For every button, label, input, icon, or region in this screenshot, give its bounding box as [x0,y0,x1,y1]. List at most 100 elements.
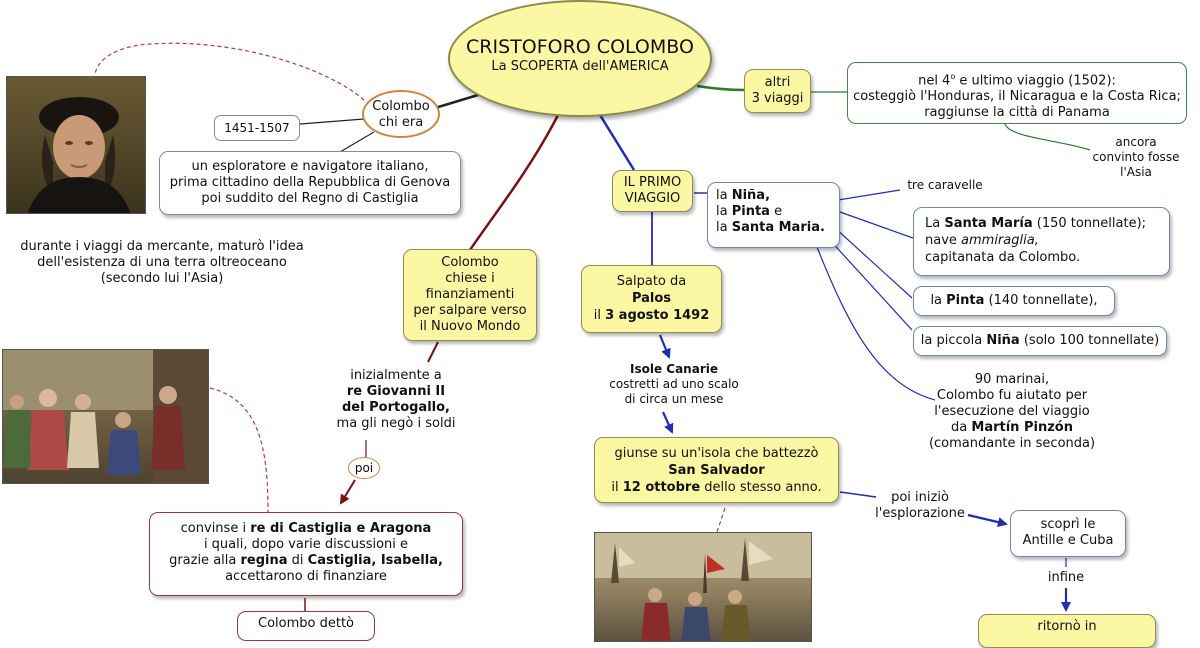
poi-connector[interactable]: poi [348,457,380,479]
ritorno-text: ritornò in [1037,619,1097,634]
dashed-landing [715,507,726,536]
desc-line-1: un esploratore e navigatore italiano, [191,159,429,174]
portogallo-text: inizialmente a re Giovanni II del Portog… [318,368,474,438]
link-salv-explor [839,491,877,498]
antille-cuba-box[interactable]: scoprì le Antille e Cuba [1010,510,1126,557]
tre-caravelle-label: tre caravelle [907,178,983,192]
antille-line-1: scoprì le [1040,517,1096,532]
primo-viaggio-node[interactable]: IL PRIMO VIAGGIO [612,170,693,212]
port-line-4: ma gli negò i soldi [336,416,456,431]
mar-line-3: l'esecuzione del viaggio [934,404,1090,419]
mar-line-1: 90 marinai, [974,372,1050,387]
asia-line-1: ancora [1115,135,1157,149]
port-line-1: inizialmente a [350,368,442,383]
desc-line-3: poi suddito del Regno di Castiglia [201,191,419,206]
years-text: 1451-1507 [224,121,290,135]
salpato-node[interactable]: Salpato da Palos il 3 agosto 1492 [581,265,722,333]
antille-line-2: Antille e Cuba [1022,533,1114,548]
altri-label-1: altri [764,75,791,90]
asia-line-3: l'Asia [1120,165,1152,179]
santa-maria-box[interactable]: La Santa María (150 tonnellate); nave am… [913,207,1170,276]
asia-line-2: convinto fosse [1092,150,1180,164]
castiglia-box[interactable]: convinse i re di Castiglia e Aragona i q… [149,512,463,596]
link-center-altri [696,84,745,92]
finanziamenti-node[interactable]: Colombo chiese i finanziamenti per salpa… [403,249,537,341]
sm-line-2: nave ammiraglia, [925,233,1039,248]
idea-line-2: dell'esistenza di una terra oltreoceano [37,255,287,270]
explor-line-1: poi iniziò [891,490,949,505]
salv-line-3: il 12 ottobre dello stesso anno. [611,480,822,495]
canarie-text: Isole Canarie costretti ad uno scalo di … [596,362,752,412]
port-line-2: re Giovanni II [346,384,446,399]
altri-viaggi-node[interactable]: altri 3 viaggi [744,69,811,113]
san-salvador-node[interactable]: giunse su un'isola che battezzò San Salv… [594,437,839,503]
link-explor-antille [967,513,1008,528]
ultimo-line-1: nel 4o e ultimo viaggio (1502): [918,72,1116,89]
idea-text: durante i viaggi da mercante, maturò l'i… [12,239,312,291]
mar-line-5: (comandante in seconda) [928,436,1096,451]
link-chiera-years [299,118,365,125]
ultimo-line-3: raggiunse la città di Panama [924,105,1110,121]
cast-line-3: grazie alla regina di Castiglia, Isabell… [169,553,443,568]
years-box[interactable]: 1451-1507 [214,115,300,141]
tre-caravelle-text: tre caravelle [898,177,992,195]
idea-line-1: durante i viaggi da mercante, maturò l'i… [20,239,304,254]
description-box[interactable]: un esploratore e navigatore italiano, pr… [159,151,461,215]
connector-lines [94,42,1091,612]
link-salpato-canarie [658,334,671,359]
primo-label-1: IL PRIMO [623,175,682,190]
link-ships-pinta [834,227,913,299]
salv-line-1: giunse su un'isola che battezzò [614,446,819,461]
caravelle-line-2: la Pinta e [716,204,783,219]
ultimo-viaggio-box[interactable]: nel 4o e ultimo viaggio (1502): costeggi… [847,62,1187,124]
link-center-primo [598,114,636,171]
central-subtitle: La SCOPERTA dell'AMERICA [491,59,669,74]
nina-text: la piccola Niña (solo 100 tonnellate) [920,333,1160,348]
sm-line-3: capitanata da Colombo. [925,250,1081,265]
infine-label: infine [1047,570,1085,585]
link-ships-sm [839,211,914,239]
link-center-finanz [468,114,560,251]
salv-line-2: San Salvador [668,463,765,478]
salpato-line-2: Palos [631,291,672,306]
canarie-line-3: di circa un mese [624,392,724,406]
link-ships-tre [837,189,901,201]
central-topic[interactable]: CRISTOFORO COLOMBO La SCOPERTA dell'AMER… [448,0,712,117]
ancora-asia-text: ancora convinto fosse l'Asia [1080,135,1192,185]
primo-label-2: VIAGGIO [624,191,681,206]
altri-label-2: 3 viaggi [751,91,804,106]
link-poi-cast [339,479,356,505]
link-canarie-salv [661,411,674,434]
canarie-line-1: Isole Canarie [630,362,718,376]
mar-line-4: da Martín Pinzón [951,420,1073,435]
finanz-line-5: il Nuovo Mondo [419,319,521,334]
finanz-line-4: per salpare verso [413,303,527,318]
link-chiera-desc [339,131,375,153]
nina-box[interactable]: la piccola Niña (solo 100 tonnellate) [913,326,1167,356]
salpato-line-3: il 3 agosto 1492 [593,308,710,323]
ritorno-node[interactable]: ritornò in [978,614,1156,648]
link-center-chiera [434,93,479,110]
cast-line-4: accettarono di finanziare [225,569,387,584]
pinta-box[interactable]: la Pinta (140 tonnellate), [913,286,1115,316]
esplorazione-text: poi iniziò l'esplorazione [866,490,974,526]
chi-era-node[interactable]: Colombo chi era [362,90,440,138]
finanz-line-3: finanziamenti [425,287,515,302]
link-ships-nina [827,237,913,331]
dashed-isabella [209,387,269,513]
caravelle-box[interactable]: la Niña, la Pinta e la Santa Maria. [707,182,840,248]
central-title: CRISTOFORO COLOMBO [466,36,694,58]
pinta-text: la Pinta (140 tonnellate), [930,293,1098,308]
link-ships-marinai [816,246,936,401]
marinai-text: 90 marinai, Colombo fu aiutato per l'ese… [920,372,1104,458]
chi-era-label-1: Colombo [372,99,430,114]
dettò-box[interactable]: Colombo dettò [237,611,375,641]
landing-painting [594,532,812,642]
port-line-3: del Portogallo, [342,400,450,415]
link-last-asia [1004,123,1091,151]
salpato-line-1: Salpato da [616,274,687,289]
cast-line-1: convinse i re di Castiglia e Aragona [180,521,432,536]
caravelle-line-1: la Niña, [716,188,771,203]
chi-era-label-2: chi era [378,115,424,130]
caravelle-line-3: la Santa Maria. [716,220,825,235]
